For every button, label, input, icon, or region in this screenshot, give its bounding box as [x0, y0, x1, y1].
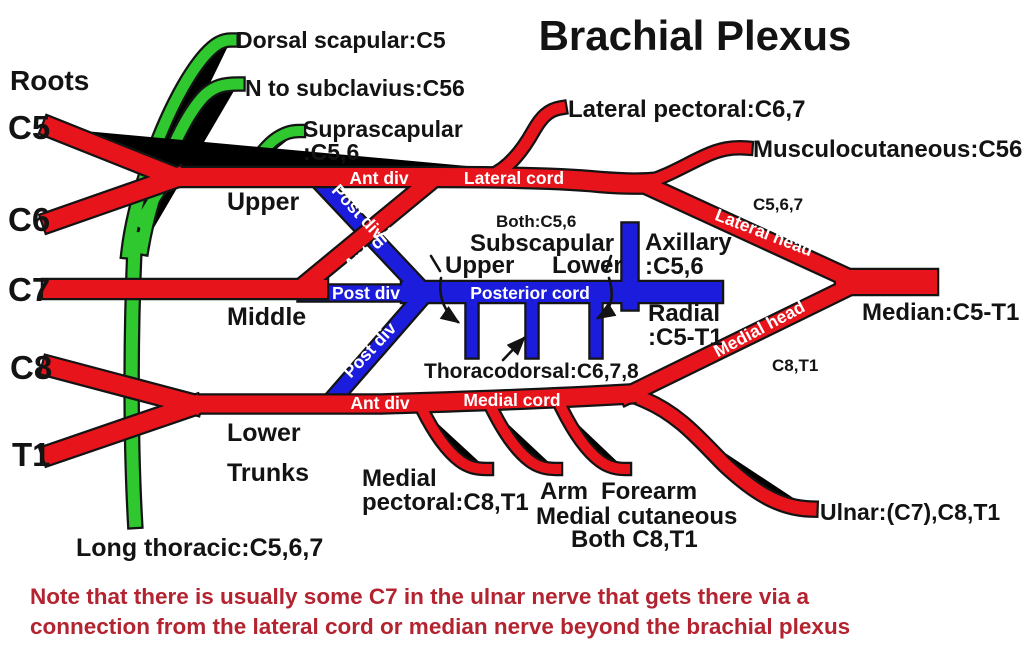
upper-subscapular-arrow	[439, 276, 461, 324]
ulnar-nerve-band	[636, 391, 817, 516]
medial-cutaneous-forearm-label: Forearm	[601, 478, 697, 505]
dorsal-scapular-nerve-band	[121, 34, 237, 259]
page-title: Brachial Plexus	[539, 12, 852, 59]
c8-root-band	[40, 355, 204, 416]
medial-cutaneous-label: Medial cutaneous	[536, 503, 737, 530]
lower-subscapular-tick	[604, 254, 613, 273]
c5-root-upper-trunk-lateral-cord-band	[40, 116, 662, 193]
roots-section-label: Roots	[10, 65, 89, 96]
n-to-subclavius-label: N to subclavius:C56	[245, 75, 465, 101]
root-c5-label: C5	[8, 109, 50, 146]
c6-root-band	[40, 166, 187, 233]
trunks-section-label: Trunks	[227, 459, 309, 487]
musculocutaneous-label: Musculocutaneous:C56	[753, 136, 1022, 163]
root-c7-label: C7	[8, 271, 50, 308]
medial-head-label: Medial head	[710, 296, 808, 361]
lateral-cord-label: Lateral cord	[464, 168, 564, 188]
dorsal-scapular-label: Dorsal scapular:C5	[236, 27, 446, 53]
axillary-label-line1: Axillary	[645, 229, 732, 256]
medial-cutaneous-arm-label: Arm	[540, 478, 588, 505]
root-c8-label: C8	[10, 349, 52, 386]
note-line2: connection from the lateral cord or medi…	[30, 614, 850, 639]
medial-pectoral-label-line1: Medial	[362, 465, 437, 492]
suprascapular-label-line1: Suprascapular	[303, 116, 463, 142]
note-line1: Note that there is usually some C7 in th…	[30, 584, 809, 609]
medial-cord-label: Medial cord	[463, 390, 560, 410]
medial-cutaneous-roots-label: Both C8,T1	[571, 526, 698, 553]
ant-div-lower-label: Ant div	[350, 393, 410, 413]
lateral-pectoral-label: Lateral pectoral:C6,7	[568, 96, 805, 123]
median-medial-head-band	[617, 273, 866, 406]
upper-trunk-label: Upper	[227, 188, 300, 216]
lower-trunk-label: Lower	[227, 419, 301, 447]
subscapular-upper-label: Upper	[445, 252, 514, 279]
musculocutaneous-nerve-band	[633, 142, 752, 191]
suprascapular-label-line2: :C5,6	[303, 139, 359, 165]
posterior-cord-label: Posterior cord	[470, 283, 590, 303]
lower-posterior-division-band	[322, 286, 433, 410]
lateral-pectoral-nerve-band	[482, 101, 567, 184]
medial-pectoral-nerve-band	[415, 402, 493, 475]
t1-root-band	[40, 394, 204, 466]
long-thoracic-label: Long thoracic:C5,6,7	[76, 534, 323, 562]
medial-cutaneous-forearm-band	[555, 402, 631, 475]
radial-label-line1: Radial	[648, 300, 720, 327]
subscapular-label: Subscapular	[470, 230, 614, 257]
medial-head-roots-label: C8,T1	[772, 356, 818, 375]
pointer-arrows	[429, 254, 617, 362]
lower-subscapular-arrow	[595, 276, 617, 320]
text-labels: Brachial Plexus Roots C5 C6 C7 C8 T1 Dor…	[8, 12, 1022, 639]
post-div-middle-label: Post div	[332, 283, 400, 303]
subscapular-both-label: Both:C5,6	[496, 212, 576, 231]
root-t1-label: T1	[12, 436, 51, 473]
upper-subscapular-tick	[429, 254, 442, 273]
median-lateral-head-band	[637, 175, 866, 292]
medial-cutaneous-arm-band	[485, 402, 562, 475]
lateral-head-roots-label: C5,6,7	[753, 195, 803, 214]
post-div-lower-label: Post div	[339, 318, 400, 382]
medial-pectoral-label-line2: pectoral:C8,T1	[362, 489, 529, 516]
middle-anterior-division-band	[290, 167, 445, 299]
radial-label-line2: :C5-T1	[648, 324, 723, 351]
lower-trunk-medial-cord-band	[177, 385, 639, 413]
ant-div-upper-label: Ant div	[349, 168, 409, 188]
long-thoracic-nerve-band	[125, 231, 142, 528]
red-nerve-bands	[37, 99, 940, 519]
thoracodorsal-label: Thoracodorsal:C6,7,8	[424, 360, 639, 383]
thoracodorsal-arrow	[501, 336, 526, 362]
root-c6-label: C6	[8, 201, 50, 238]
ulnar-label: Ulnar:(C7),C8,T1	[820, 499, 1000, 525]
middle-trunk-label: Middle	[227, 303, 306, 331]
median-label: Median:C5-T1	[862, 299, 1019, 326]
axillary-label-line2: :C5,6	[645, 253, 704, 280]
